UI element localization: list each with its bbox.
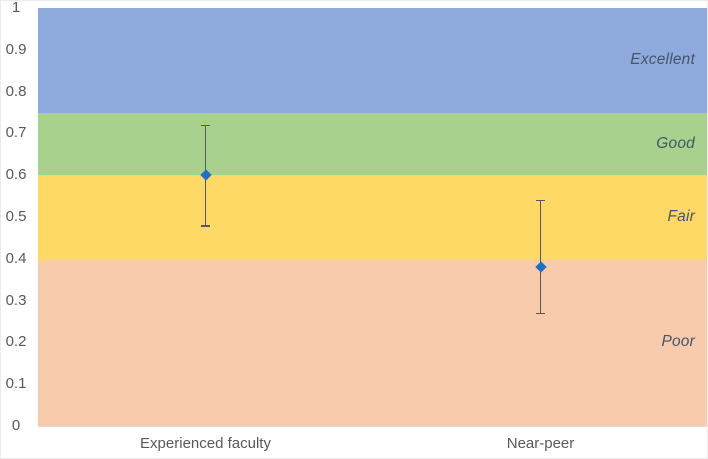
y-tick-label: 0.7 xyxy=(5,124,27,142)
band-excellent: Excellent xyxy=(38,8,707,113)
band-label: Excellent xyxy=(630,51,695,69)
y-tick-label: 0.5 xyxy=(5,208,27,225)
y-tick-label: 0.8 xyxy=(5,82,27,100)
y-tick-label: 1 xyxy=(11,0,21,16)
y-tick-label: 0 xyxy=(11,417,21,434)
x-category-label: Near-peer xyxy=(506,435,575,452)
y-tick-label: 0.1 xyxy=(5,375,27,393)
y-tick-label: 0.2 xyxy=(5,333,27,351)
y-tick-label: 0.6 xyxy=(5,166,27,184)
y-tick-label: 0.4 xyxy=(5,249,27,267)
error-bar-cap-bottom xyxy=(201,225,210,227)
x-axis-line xyxy=(38,426,707,427)
error-bar-cap-top xyxy=(201,125,210,127)
band-good: Good xyxy=(38,112,707,176)
band-label: Good xyxy=(656,134,695,152)
error-bar-cap-top xyxy=(536,200,545,202)
band-label: Fair xyxy=(667,207,695,225)
band-poor: Poor xyxy=(38,258,707,426)
x-category-label: Experienced faculty xyxy=(140,435,271,452)
band-label: Poor xyxy=(661,333,695,351)
band-fair: Fair xyxy=(38,175,707,259)
error-bar xyxy=(540,200,541,314)
y-tick-label: 0.9 xyxy=(5,40,27,58)
error-bar-cap-bottom xyxy=(536,313,545,315)
y-tick-label: 0.3 xyxy=(5,291,27,309)
